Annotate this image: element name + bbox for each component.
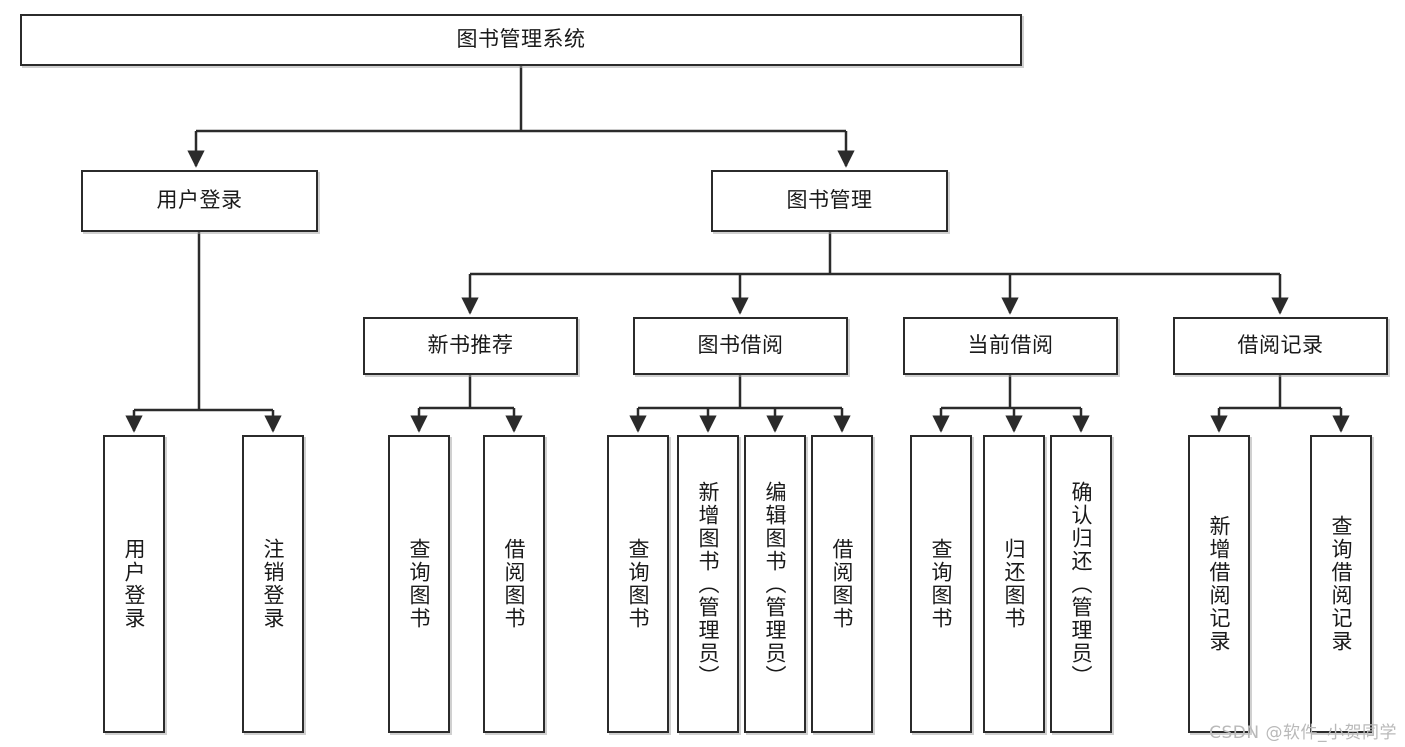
node-label: 借阅图书	[830, 538, 855, 630]
node-current-borrow[interactable]: 当前借阅	[903, 317, 1118, 375]
node-label: 查询借阅记录	[1329, 515, 1354, 653]
node-leaf-edit-book-admin[interactable]: 编辑图书（管理员）	[744, 435, 806, 733]
node-leaf-add-book-admin[interactable]: 新增图书（管理员）	[677, 435, 739, 733]
node-label: 用户登录	[156, 188, 243, 213]
node-leaf-query-books-current[interactable]: 查询图书	[910, 435, 972, 733]
node-label: 图书管理	[786, 188, 873, 213]
node-user-login[interactable]: 用户登录	[81, 170, 318, 232]
node-label: 确认归还（管理员）	[1069, 480, 1094, 688]
node-leaf-confirm-return-admin[interactable]: 确认归还（管理员）	[1050, 435, 1112, 733]
node-book-borrow[interactable]: 图书借阅	[633, 317, 848, 375]
node-label: 归还图书	[1002, 538, 1027, 630]
node-label: 图书管理系统	[456, 27, 586, 52]
node-label: 当前借阅	[967, 333, 1054, 358]
node-label: 新增借阅记录	[1207, 515, 1232, 653]
watermark-text: CSDN @软件_小贺同学	[1209, 723, 1397, 743]
node-leaf-query-borrow-record[interactable]: 查询借阅记录	[1310, 435, 1372, 733]
node-leaf-borrow-books-borrow[interactable]: 借阅图书	[811, 435, 873, 733]
node-label: 查询图书	[626, 538, 651, 630]
node-borrow-record[interactable]: 借阅记录	[1173, 317, 1388, 375]
node-leaf-add-borrow-record[interactable]: 新增借阅记录	[1188, 435, 1250, 733]
node-label: 新书推荐	[427, 333, 514, 358]
node-leaf-query-books-borrow[interactable]: 查询图书	[607, 435, 669, 733]
node-leaf-query-books-recommend[interactable]: 查询图书	[388, 435, 450, 733]
node-leaf-logout-login[interactable]: 注销登录	[242, 435, 304, 733]
node-leaf-return-books[interactable]: 归还图书	[983, 435, 1045, 733]
node-label: 借阅记录	[1237, 333, 1324, 358]
node-label: 查询图书	[929, 538, 954, 630]
node-label: 图书借阅	[697, 333, 784, 358]
node-label: 新增图书（管理员）	[696, 480, 721, 688]
node-leaf-borrow-books-recommend[interactable]: 借阅图书	[483, 435, 545, 733]
node-label: 注销登录	[261, 538, 286, 630]
node-new-book-recommend[interactable]: 新书推荐	[363, 317, 578, 375]
node-label: 编辑图书（管理员）	[763, 480, 788, 688]
node-label: 用户登录	[122, 538, 147, 630]
node-book-management[interactable]: 图书管理	[711, 170, 948, 232]
node-root-title[interactable]: 图书管理系统	[20, 14, 1022, 66]
node-label: 查询图书	[407, 538, 432, 630]
node-leaf-user-login[interactable]: 用户登录	[103, 435, 165, 733]
node-label: 借阅图书	[502, 538, 527, 630]
